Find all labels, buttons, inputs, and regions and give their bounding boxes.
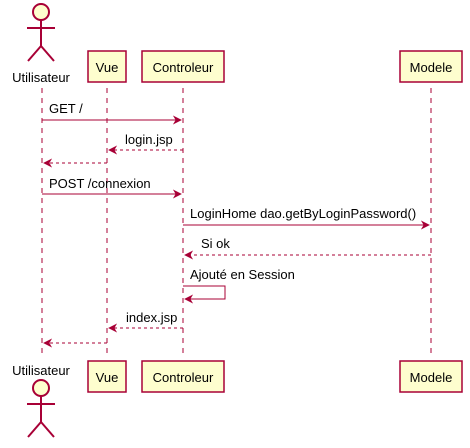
message-label: LoginHome dao.getByLoginPassword(): [190, 206, 416, 221]
participant-controleur-top: Controleur: [141, 50, 225, 83]
actor-label: Utilisateur: [12, 70, 70, 85]
message-8: index.jsp: [108, 310, 183, 333]
participant-label: Modele: [410, 60, 453, 75]
participant-vue-bottom: Vue: [87, 360, 127, 393]
message-1: GET /: [42, 101, 182, 125]
participant-label: Controleur: [153, 60, 214, 75]
actor-label: Utilisateur: [12, 363, 70, 378]
message-label: login.jsp: [125, 132, 173, 147]
message-label: Si ok: [201, 236, 230, 251]
stick-figure-icon: [27, 3, 55, 62]
message-7-self: Ajouté en Session: [183, 267, 295, 304]
participant-vue-top: Vue: [87, 50, 127, 83]
actor-utilisateur-top: Utilisateur: [12, 3, 71, 85]
participant-label: Modele: [410, 370, 453, 385]
message-label: GET /: [49, 101, 83, 116]
participant-label: Vue: [96, 60, 119, 75]
message-label: Ajouté en Session: [190, 267, 295, 282]
participant-modele-top: Modele: [399, 50, 463, 83]
message-label: index.jsp: [126, 310, 177, 325]
participant-modele-bottom: Modele: [399, 360, 463, 393]
message-4: POST /connexion: [42, 176, 182, 199]
message-2: login.jsp: [108, 132, 183, 155]
lifelines: [41, 88, 432, 358]
stick-figure-icon: [27, 379, 55, 438]
participant-label: Controleur: [153, 370, 214, 385]
actor-utilisateur-bottom: Utilisateur: [12, 363, 71, 438]
message-label: POST /connexion: [49, 176, 151, 191]
message-6: Si ok: [184, 236, 431, 260]
participant-label: Vue: [96, 370, 119, 385]
participant-controleur-bottom: Controleur: [141, 360, 225, 393]
message-5: LoginHome dao.getByLoginPassword(): [183, 206, 430, 230]
